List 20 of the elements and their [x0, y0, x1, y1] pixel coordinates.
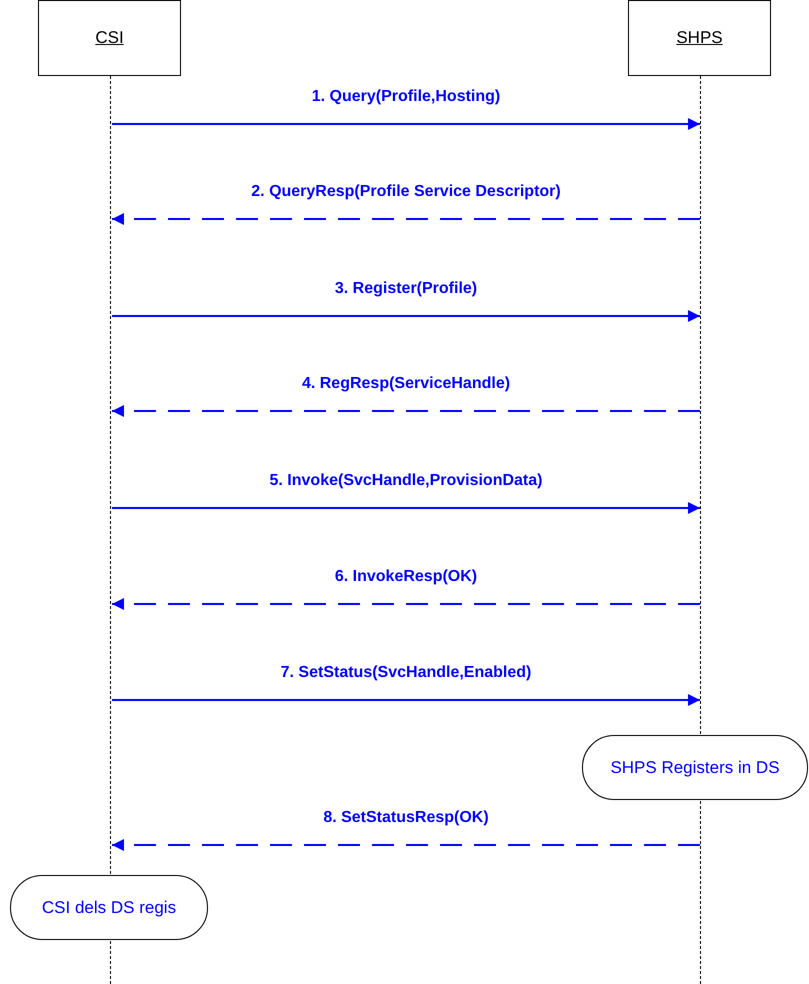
reply-arrow: [112, 839, 700, 851]
edge-label: 1. Query(Profile,Hosting): [310, 88, 502, 106]
reply-arrow: [112, 598, 700, 610]
note-box: SHPS Registers in DS: [582, 735, 808, 800]
edge-label: 3. Register(Profile): [332, 280, 480, 298]
message-arrow: [112, 118, 700, 130]
message-arrow: [112, 310, 700, 322]
edge-label: 7. SetStatus(SvcHandle,Enabled): [278, 664, 534, 682]
edge-label: 6. InvokeResp(OK): [332, 568, 480, 586]
message-arrow: [112, 502, 700, 514]
edge-label: 8. SetStatusResp(OK): [321, 809, 491, 827]
edge-label: 2. QueryResp(Profile Service Descriptor): [249, 183, 563, 201]
participant-box: SHPS: [628, 0, 771, 76]
message-arrow: [112, 694, 700, 706]
participant-box: CSI: [38, 0, 181, 76]
reply-arrow: [112, 213, 700, 225]
reply-arrow: [112, 405, 700, 417]
edge-label: 4. RegResp(ServiceHandle): [300, 375, 512, 393]
note-box: CSI dels DS regis: [10, 875, 208, 940]
edge-label: 5. Invoke(SvcHandle,ProvisionData): [268, 472, 544, 490]
